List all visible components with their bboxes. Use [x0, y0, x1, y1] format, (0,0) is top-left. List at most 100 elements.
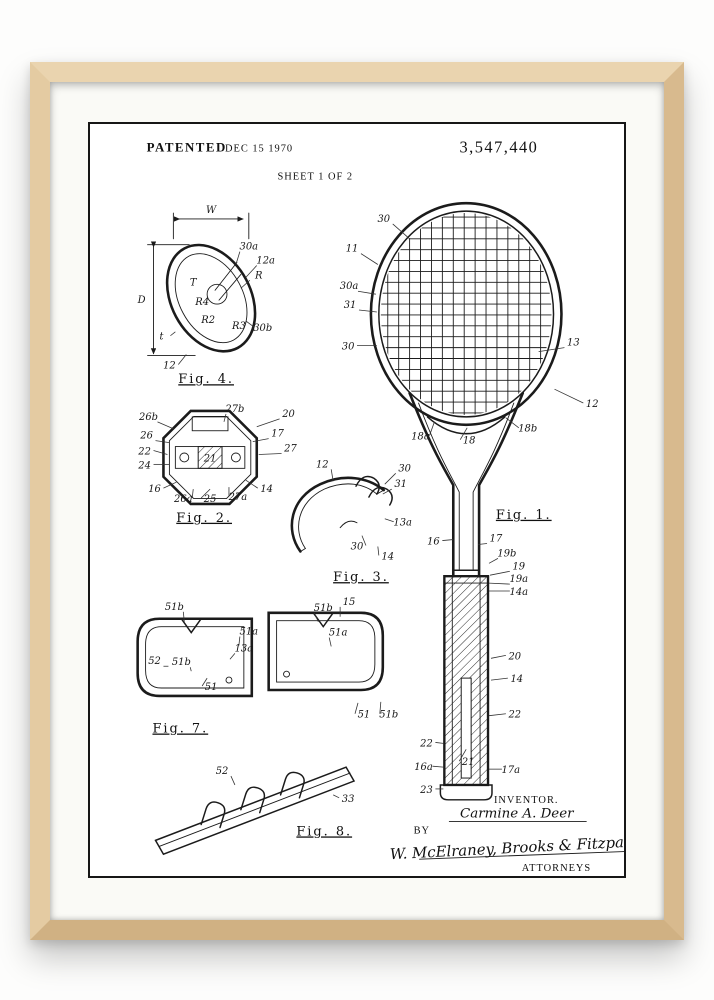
leader-line [153, 450, 168, 455]
leader-line [256, 418, 280, 428]
racket-yoke [426, 416, 506, 435]
grip-inner-curve [298, 483, 378, 549]
ref-numeral: 14 [381, 551, 394, 562]
figure-4-cross-section: Fig. 4. [147, 212, 257, 387]
ref-numeral: 52 [148, 656, 161, 667]
leader-line [258, 453, 282, 455]
patent-number: 3,547,440 [459, 138, 538, 157]
leader-line [328, 637, 332, 647]
leader-line [235, 251, 241, 265]
octagon-rivet-left [179, 452, 190, 463]
strip-hook-1 [200, 801, 226, 829]
figure-2-octagon-section: Fig. 2. [162, 409, 259, 526]
octagon-top-channel [191, 416, 229, 432]
ref-numeral: 27a [228, 492, 248, 503]
leader-line [489, 570, 510, 576]
ref-numeral: 21 [461, 757, 475, 768]
inventor-name: Carmine A. Deer [460, 807, 575, 822]
strip-hook-3 [279, 771, 305, 799]
shell-left-outer [136, 617, 254, 698]
leader-line [459, 427, 468, 440]
ref-numeral: 24 [137, 460, 151, 471]
ref-numeral: 18a [411, 432, 430, 443]
ref-numeral: 18 [463, 436, 476, 447]
ref-numeral: 22 [419, 738, 433, 749]
ref-numeral: 19 [512, 561, 525, 572]
ref-numeral: W [206, 205, 217, 216]
leader-line [360, 253, 379, 265]
leader-line [361, 535, 367, 546]
ref-numeral: 51b [314, 603, 333, 614]
ref-numeral: 31 [394, 479, 407, 490]
fig2-label: Fig. 2. [176, 511, 232, 526]
grip-hook-1 [355, 475, 380, 495]
leader-line [490, 654, 506, 659]
fig1-label: Fig. 1. [496, 508, 552, 523]
strip-hook-2 [240, 786, 266, 814]
leader-line [384, 473, 396, 485]
ref-numeral: 17 [271, 429, 284, 440]
inventor-label: INVENTOR. [494, 795, 559, 806]
figure-1-racket: Fig. 1. [369, 201, 563, 801]
handle-core-rod [460, 677, 472, 779]
ref-numeral: R2 [200, 315, 215, 326]
leader-line [358, 309, 377, 313]
leader-line [238, 636, 241, 646]
leader-line [505, 417, 520, 429]
leader-line [458, 749, 467, 762]
patent-sheet: PATENTED DEC 15 1970 3,547,440 SHEET 1 O… [88, 122, 626, 878]
leader-line [170, 331, 176, 337]
ref-numeral: 31 [344, 300, 357, 311]
string-grid [380, 213, 552, 415]
ref-numeral: 12 [316, 459, 329, 470]
leader-line [554, 388, 584, 404]
ref-numeral: 22 [508, 710, 522, 721]
strip-outline [154, 766, 356, 856]
leader-line [382, 488, 392, 495]
leader-line [245, 265, 258, 278]
ref-numeral: 30b [253, 323, 272, 334]
by-label: BY [414, 825, 430, 836]
leader-line [200, 488, 211, 499]
figure-8-clip-strip: Fig. 8. [154, 766, 356, 856]
ref-numeral: 12a [256, 256, 275, 267]
ref-numeral: 13a [235, 643, 254, 654]
ref-numeral: T [190, 277, 198, 288]
ref-numeral: 18b [518, 424, 537, 435]
patent-drawing-svg: PATENTED DEC 15 1970 3,547,440 SHEET 1 O… [136, 138, 624, 874]
ref-numeral: 51b [165, 602, 184, 613]
leader-line [333, 794, 340, 799]
leader-line [330, 469, 334, 482]
grip-end-cap-left [299, 548, 306, 552]
leader-line [252, 438, 269, 443]
ref-numeral: 30a [240, 242, 259, 253]
ref-numeral: 16a [414, 762, 433, 773]
patented-label: PATENTED [147, 141, 227, 155]
octagon-core [197, 446, 223, 469]
fig3-label: Fig. 3. [333, 570, 389, 585]
shell-left-rivet [225, 676, 233, 684]
ref-numeral: 19b [497, 548, 516, 559]
ref-numeral: 11 [346, 244, 359, 255]
leader-line [384, 518, 394, 523]
handle-end-cap [439, 784, 493, 801]
shell-left-inner [145, 626, 245, 689]
shell-right-rivet [283, 670, 290, 678]
racket-head-outer [369, 201, 563, 427]
mat-board: PATENTED DEC 15 1970 3,547,440 SHEET 1 O… [50, 82, 664, 920]
ref-numeral: 26a [173, 494, 193, 505]
leader-line [157, 421, 174, 430]
ref-numeral: 26 [139, 431, 153, 442]
ref-numeral: 15 [343, 597, 356, 608]
leader-line [178, 354, 187, 365]
fig4-label: Fig. 4. [178, 372, 234, 387]
ref-numeral: 30 [342, 342, 355, 353]
section-inner [174, 253, 248, 344]
figure-3-grip-detail: Fig. 3. [290, 475, 393, 585]
grip-hook-2 [368, 486, 393, 506]
leader-line [354, 702, 359, 714]
leader-line [490, 677, 508, 681]
ref-numeral: 14 [260, 484, 273, 495]
leader-line [223, 413, 227, 422]
leader-line [230, 775, 236, 786]
